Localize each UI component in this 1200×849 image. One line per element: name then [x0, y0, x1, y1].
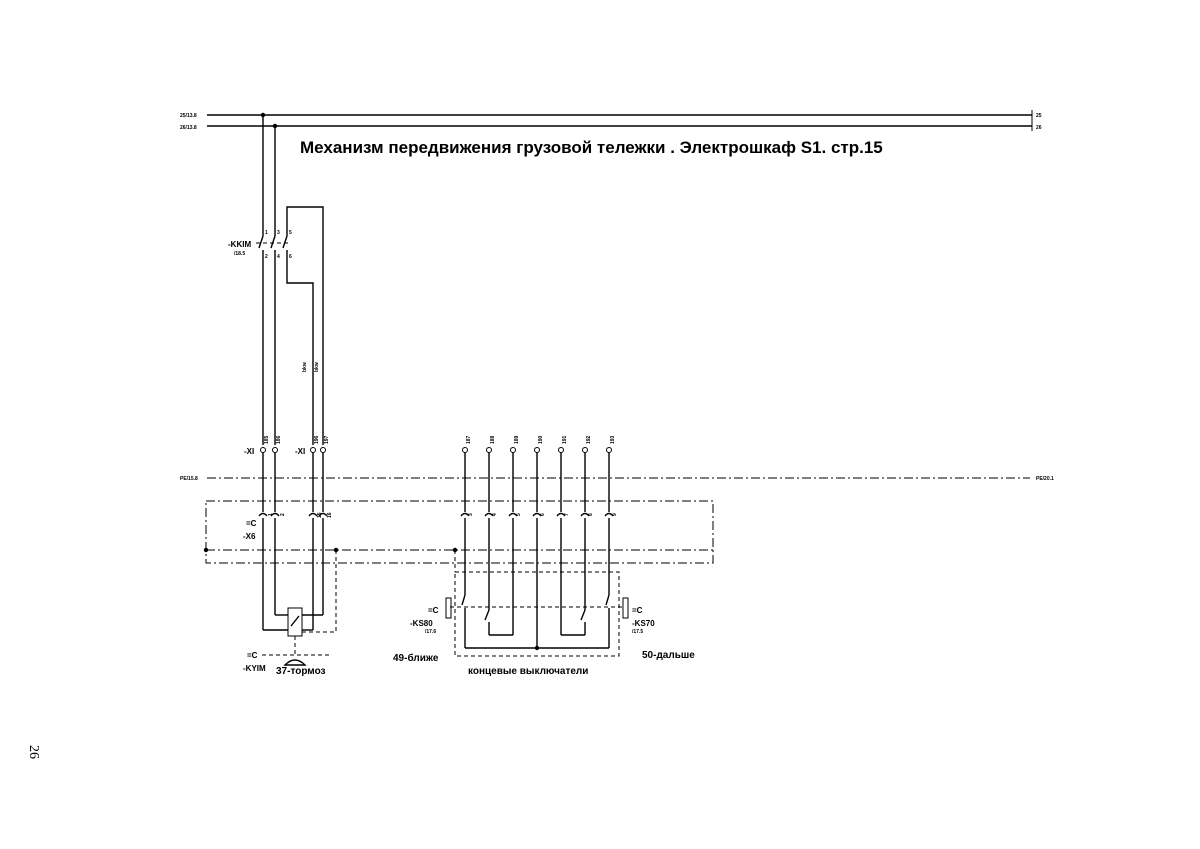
x6-pin-4: 4	[492, 513, 498, 516]
cable-label-2: bkw	[314, 362, 320, 372]
limit-switches: =C -KS80 /17.6 =C -KS70 /17.5 49-ближе 5…	[393, 518, 695, 677]
connector-x6: =C -X6 1 2 15 16 3 4 5 6 7 8 9	[203, 500, 714, 630]
ks80-ref: /17.6	[425, 629, 436, 635]
terminal-191: 191	[562, 435, 568, 444]
rail-label-26-right: 26	[1036, 125, 1042, 131]
x1-label-left: -XI	[244, 447, 254, 456]
limit-switches-caption: концевые выключатели	[468, 666, 588, 677]
terminal-187: 187	[466, 435, 472, 444]
terminal-188: 188	[490, 435, 496, 444]
page-number: 26	[26, 745, 41, 759]
pe-label-left: PE/15.8	[180, 476, 198, 482]
vertical-wires	[262, 453, 610, 512]
kkim-pin-6: 6	[289, 254, 292, 260]
x6-pin-6: 6	[540, 513, 546, 516]
x6-pin-9: 9	[612, 513, 618, 516]
ks70-caption: 50-дальше	[642, 650, 695, 661]
ks70-name-label: -KS70	[632, 619, 655, 628]
kkim-pin-5: 5	[289, 230, 292, 236]
kkim-pin-1: 1	[265, 230, 268, 236]
ks70-eq-label: =C	[632, 606, 643, 615]
x6-pin-3: 3	[468, 513, 474, 516]
terminal-190: 190	[538, 435, 544, 444]
x6-eq-label: =C	[246, 519, 257, 528]
x6-pin-15: 15	[317, 512, 323, 518]
contactor-kkim: 1 3 5 2 4 6 -KKIM /18.5	[228, 115, 324, 445]
x1-terminal-196: 196	[314, 435, 320, 444]
terminal-189: 189	[514, 435, 520, 444]
x6-pin-2: 2	[280, 513, 286, 516]
brake-caption: 37-тормоз	[276, 666, 326, 677]
terminal-192: 192	[586, 435, 592, 444]
ks80-name-label: -KS80	[410, 619, 433, 628]
pe-rail: PE/15.8 PE/20.1	[180, 476, 1054, 482]
ks80-eq-label: =C	[428, 606, 439, 615]
brake-coil-kyim: =C -KYIM 37-тормоз	[243, 550, 337, 677]
kkim-pin-3: 3	[277, 230, 280, 236]
cable-label-1: bkw	[302, 362, 308, 372]
pe-label-right: PE/20.1	[1036, 476, 1054, 482]
x6-pin-1: 1	[268, 513, 274, 516]
diagram-title: Механизм передвижения грузовой тележки .…	[300, 138, 883, 157]
top-power-rails: 25/13.8 26/13.8 25 26	[180, 110, 1042, 131]
limit-switch-terminals: 187 188 189 190 191 192 193	[462, 435, 616, 453]
x1-terminal-185: 185	[264, 435, 270, 444]
x1-label-right: -XI	[295, 447, 305, 456]
terminal-193: 193	[610, 435, 616, 444]
kkim-pin-4: 4	[277, 254, 280, 260]
ks70-ref: /17.5	[632, 629, 643, 635]
x6-name-label: -X6	[243, 532, 256, 541]
kkim-ref: /18.5	[234, 251, 245, 257]
rail-label-25-right: 25	[1036, 113, 1042, 119]
x1-terminal-186: 186	[276, 435, 282, 444]
x1-terminal-197: 197	[324, 435, 330, 444]
kkim-label: -KKIM	[228, 240, 251, 249]
brake-name-label: -KYIM	[243, 664, 266, 673]
x6-pin-8: 8	[588, 513, 594, 516]
ks80-caption: 49-ближе	[393, 652, 439, 664]
brake-eq-label: =C	[247, 651, 258, 660]
rail-label-25-left: 25/13.8	[180, 113, 197, 119]
x6-pin-16: 16	[327, 512, 333, 518]
kkim-pin-2: 2	[265, 254, 268, 260]
terminal-strip-x1: -XI -XI 185 186 196 197	[244, 435, 330, 456]
x6-pin-5: 5	[516, 513, 522, 516]
x6-pin-7: 7	[564, 513, 570, 516]
rail-label-26-left: 26/13.8	[180, 125, 197, 131]
